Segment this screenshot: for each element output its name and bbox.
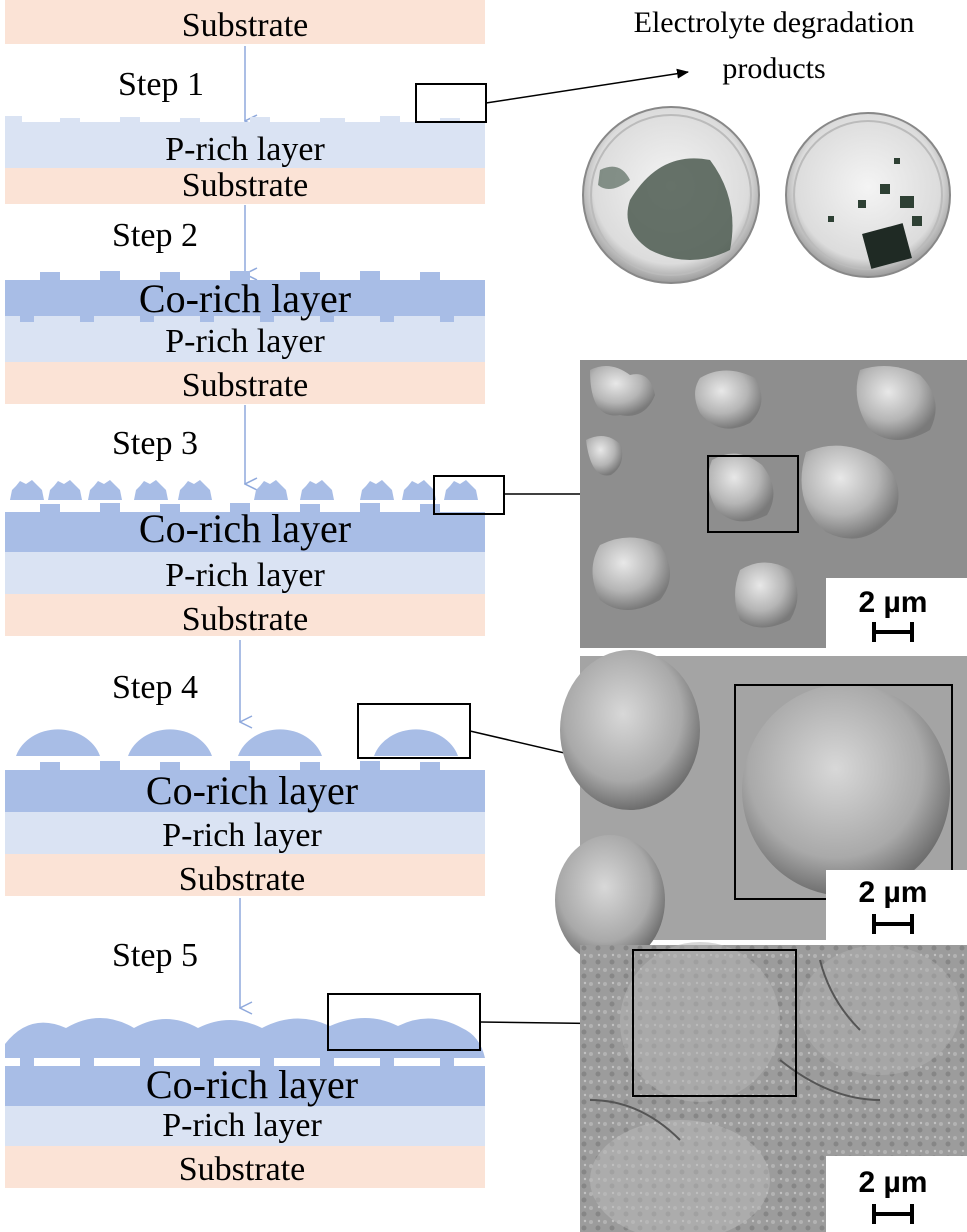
- scale-bar-label-2: 2 µm: [859, 876, 928, 909]
- petri-dish-photo-2: [785, 112, 951, 278]
- substrate-label-4: Substrate: [179, 861, 306, 898]
- stack-step2: [5, 271, 485, 404]
- electrolyte-label-line1: Electrolyte degradation: [634, 6, 915, 39]
- co-rich-label-3: Co-rich layer: [139, 506, 351, 551]
- stack-step3: [5, 480, 485, 636]
- substrate-layer-top: [5, 0, 485, 44]
- step4-label: Step 4: [112, 669, 198, 706]
- scale-bar-3: [872, 1204, 914, 1224]
- p-rich-label-1: P-rich layer: [165, 131, 325, 168]
- substrate-label-top: Substrate: [182, 7, 309, 44]
- stack-step1: [5, 116, 485, 204]
- inset-box-step3: [433, 475, 505, 515]
- co-rich-label-2: Co-rich layer: [139, 276, 351, 321]
- co-rich-label-5: Co-rich layer: [146, 1062, 358, 1107]
- substrate-label-1: Substrate: [182, 167, 309, 204]
- substrate-label-2: Substrate: [182, 367, 309, 404]
- stack-step5: [5, 1018, 485, 1188]
- p-rich-label-3: P-rich layer: [165, 557, 325, 594]
- stack-step4: [5, 729, 485, 896]
- scale-bar-2: [872, 914, 914, 934]
- scale-bar-label-3: 2 µm: [859, 1166, 928, 1199]
- p-rich-label-4: P-rich layer: [162, 817, 322, 854]
- sem-image-3: [580, 942, 967, 1232]
- substrate-label-3: Substrate: [182, 601, 309, 638]
- p-rich-label-2: P-rich layer: [165, 323, 325, 360]
- p-rich-label-5: P-rich layer: [162, 1107, 322, 1144]
- pointer-arrow-1: [485, 68, 689, 104]
- substrate-label-5: Substrate: [179, 1151, 306, 1188]
- petri-dish-photo-1: [582, 106, 760, 284]
- co-rich-label-4: Co-rich layer: [146, 768, 358, 813]
- step5-label: Step 5: [112, 937, 198, 974]
- scale-bar-1: [872, 622, 914, 642]
- inset-box-step1: [415, 83, 487, 123]
- step3-label: Step 3: [112, 425, 198, 462]
- sem-image-2: [555, 650, 967, 965]
- electrolyte-label-line2: products: [722, 52, 825, 85]
- step2-label: Step 2: [112, 217, 198, 254]
- scale-bar-label-1: 2 µm: [859, 586, 928, 619]
- step1-label: Step 1: [118, 66, 204, 103]
- sem-image-1: [580, 360, 967, 648]
